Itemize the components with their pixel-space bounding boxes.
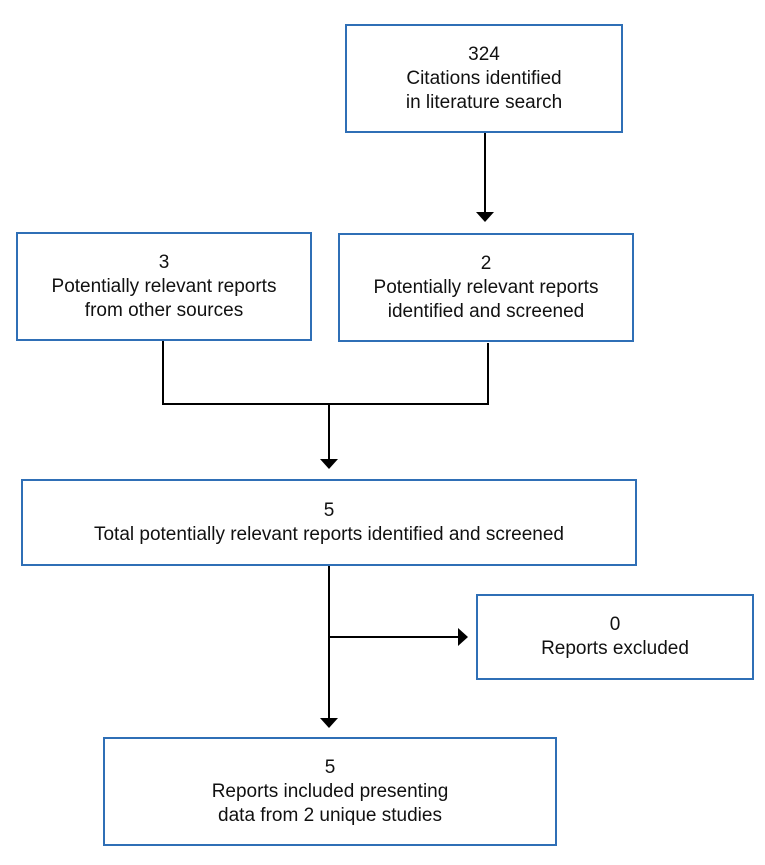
- arrowhead-to-total: [320, 459, 338, 469]
- included-count: 5: [324, 756, 336, 778]
- included-box: 5 Reports included presenting data from …: [103, 737, 557, 846]
- screened-line1: Potentially relevant reports: [373, 276, 599, 298]
- arrowhead-to-screened: [476, 212, 494, 222]
- literature-search-line1: Citations identified: [406, 67, 562, 89]
- literature-search-line2: in literature search: [405, 91, 563, 113]
- screened-line2: identified and screened: [387, 300, 585, 322]
- arrowhead-to-excluded: [458, 628, 468, 646]
- other-sources-line2: from other sources: [84, 299, 244, 321]
- excluded-box: 0 Reports excluded: [476, 594, 754, 680]
- total-screened-box: 5 Total potentially relevant reports ide…: [21, 479, 637, 566]
- literature-search-count: 324: [468, 43, 500, 65]
- included-line1: Reports included presenting: [211, 780, 449, 802]
- literature-search-box: 324 Citations identified in literature s…: [345, 24, 623, 133]
- other-sources-line1: Potentially relevant reports: [51, 275, 277, 297]
- total-screened-line1: Total potentially relevant reports ident…: [93, 523, 564, 545]
- arrowhead-to-included: [320, 718, 338, 728]
- excluded-count: 0: [609, 614, 621, 635]
- total-screened-count: 5: [323, 499, 335, 521]
- excluded-line1: Reports excluded: [541, 638, 689, 659]
- screened-count: 2: [480, 252, 492, 274]
- other-sources-box: 3 Potentially relevant reports from othe…: [16, 232, 312, 341]
- screened-box: 2 Potentially relevant reports identifie…: [338, 233, 634, 342]
- other-sources-count: 3: [158, 251, 170, 273]
- included-line2: data from 2 unique studies: [218, 804, 442, 826]
